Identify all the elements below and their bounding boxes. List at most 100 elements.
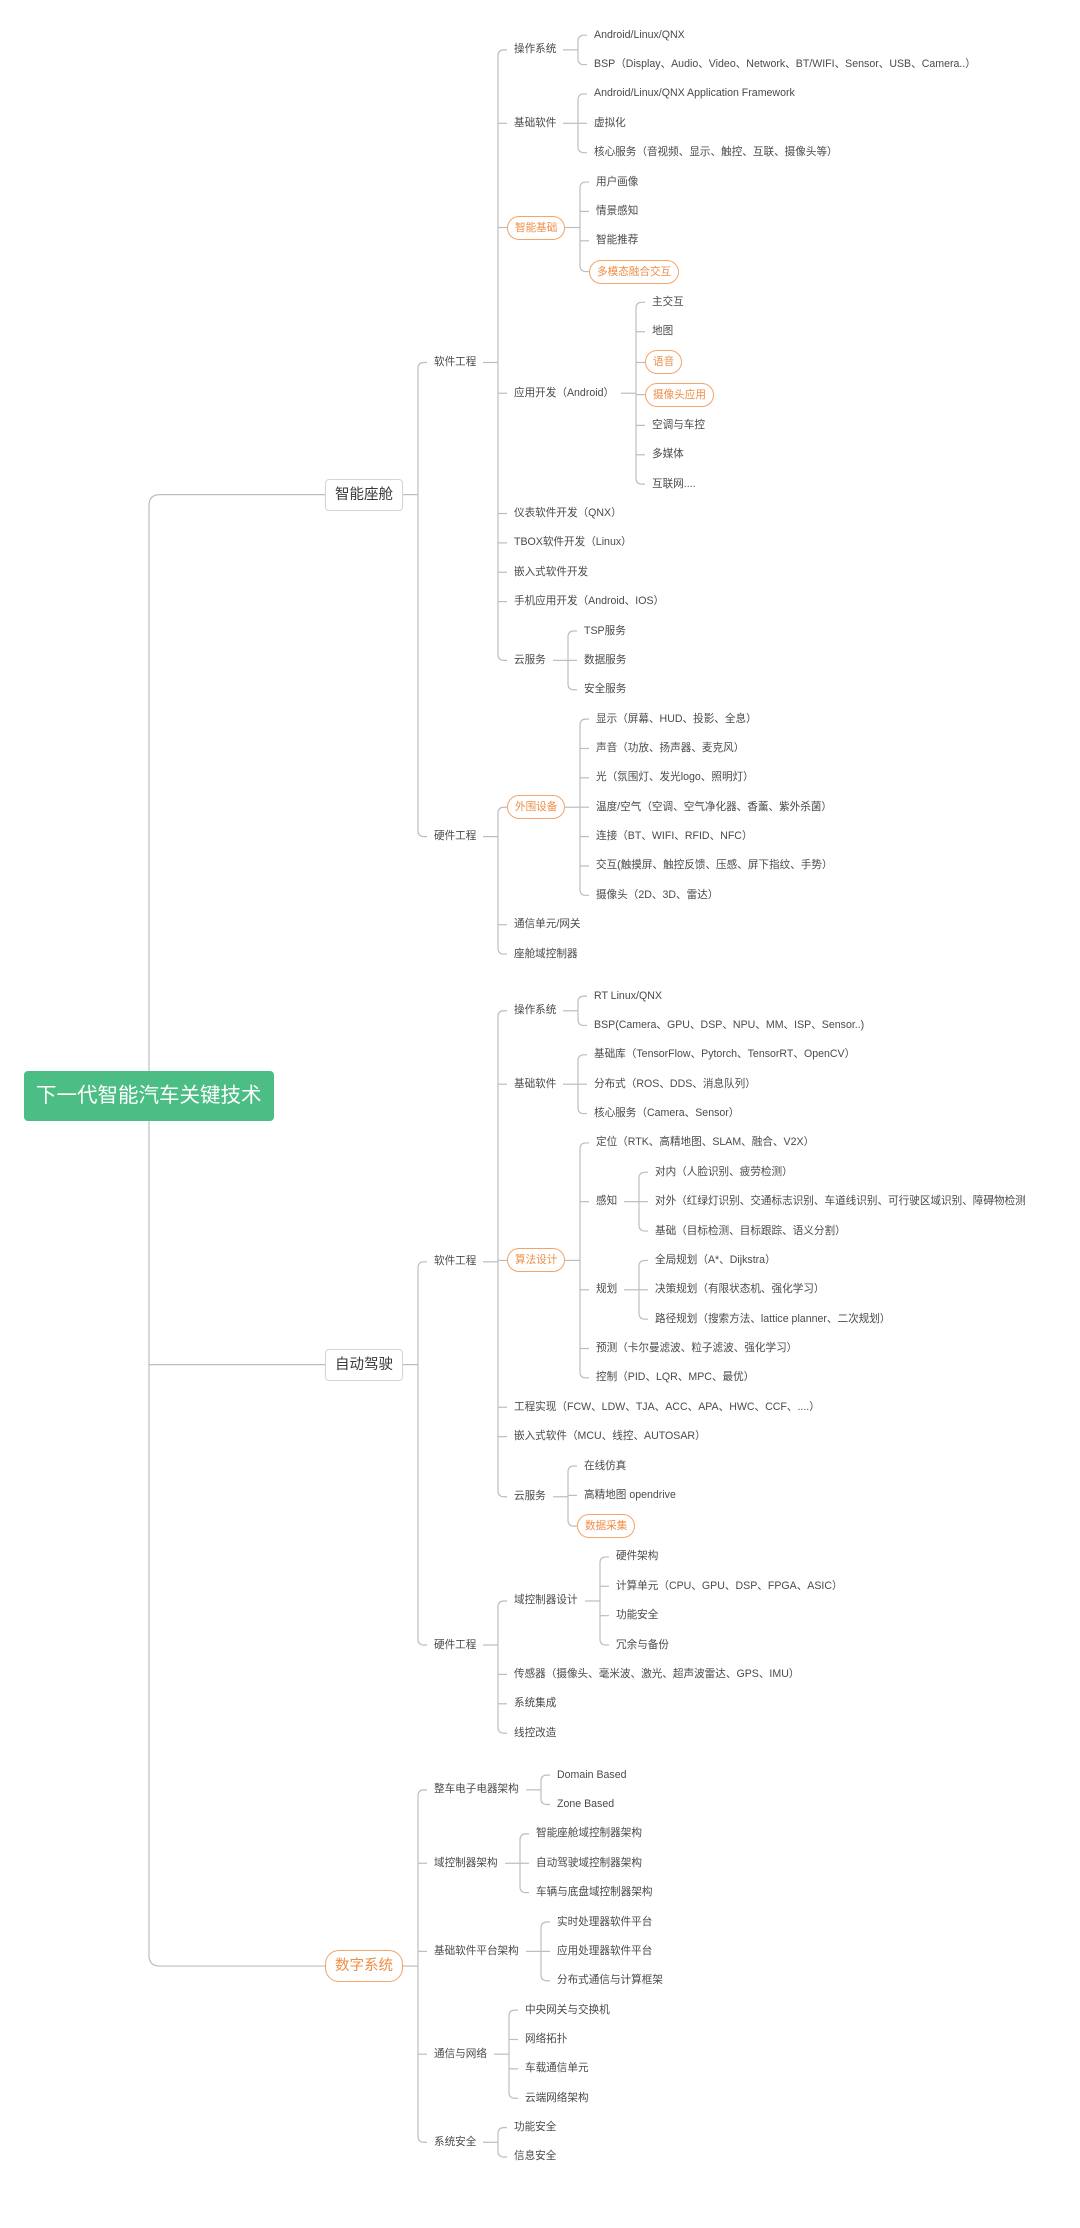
leaf-topic: TBOX软件开发（Linux） (514, 536, 632, 549)
leaf-topic: 基础库（TensorFlow、Pytorch、TensorRT、OpenCV） (594, 1048, 856, 1061)
leaf-topic: 光（氛围灯、发光logo、照明灯） (596, 771, 754, 784)
subtopic: 云服务 (514, 1490, 546, 1503)
main-topic: 数字系统 (325, 1950, 403, 1983)
subtopic: 域控制器设计 (514, 1594, 578, 1607)
connector-line (497, 49, 507, 661)
leaf-topic: 安全服务 (584, 683, 627, 696)
leaf-topic: 座舱域控制器 (514, 947, 578, 960)
subtopic: 系统安全 (434, 2135, 477, 2148)
leaf-topic: 手机应用开发（Android、IOS） (514, 595, 665, 608)
leaf-topic: 用户画像 (596, 175, 639, 188)
leaf-topic: BSP（Display、Audio、Video、Network、BT/WIFI、… (594, 58, 976, 71)
leaf-topic: 声音（功放、扬声器、麦克风） (596, 741, 745, 754)
leaf-topic: 分布式通信与计算框架 (557, 1974, 663, 1987)
subtopic: 算法设计 (507, 1248, 566, 1273)
leaf-topic: 情景感知 (596, 204, 639, 217)
leaf-topic: 数据采集 (577, 1514, 636, 1539)
subtopic: 感知 (596, 1195, 618, 1208)
connector-line (579, 181, 589, 273)
leaf-topic: 数据服务 (584, 653, 627, 666)
leaf-topic: 虚拟化 (594, 116, 626, 129)
subtopic: 软件工程 (434, 355, 477, 368)
connector-line (417, 1789, 427, 2143)
leaf-topic: Android/Linux/QNX (594, 28, 685, 41)
leaf-topic: 智能推荐 (596, 234, 639, 247)
leaf-topic: 通信单元/网关 (514, 918, 581, 931)
leaf-topic: 摄像头（2D、3D、雷达） (596, 888, 719, 901)
leaf-topic: 仪表软件开发（QNX） (514, 507, 622, 520)
leaf-topic: 网络拓扑 (525, 2032, 568, 2045)
subtopic: 软件工程 (434, 1255, 477, 1268)
connector-line (417, 1261, 427, 1646)
leaf-topic: 中央网关与交换机 (525, 2003, 610, 2016)
subtopic: 硬件工程 (434, 830, 477, 843)
leaf-topic: Domain Based (557, 1768, 627, 1781)
leaf-topic: 嵌入式软件（MCU、线控、AUTOSAR） (514, 1430, 706, 1443)
leaf-topic: 控制（PID、LQR、MPC、最优） (596, 1371, 755, 1384)
leaf-topic: 语音 (645, 350, 683, 375)
connector-line (497, 806, 507, 955)
leaf-topic: TSP服务 (584, 624, 626, 637)
leaf-topic: 嵌入式软件开发 (514, 565, 589, 578)
leaf-topic: 计算单元（CPU、GPU、DSP、FPGA、ASIC） (616, 1579, 843, 1592)
leaf-topic: Android/Linux/QNX Application Framework (594, 87, 795, 100)
main-topic: 自动驾驶 (325, 1348, 403, 1381)
leaf-topic: 温度/空气（空调、空气净化器、香薰、紫外杀菌） (596, 800, 833, 813)
leaf-topic: 硬件架构 (616, 1550, 659, 1563)
leaf-topic: 智能座舱域控制器架构 (536, 1827, 642, 1840)
root-topic: 下一代智能汽车关键技术 (24, 1071, 274, 1122)
subtopic: 通信与网络 (434, 2047, 487, 2060)
leaf-topic: BSP(Camera、GPU、DSP、NPU、MM、ISP、Sensor..) (594, 1018, 865, 1031)
subtopic: 基础软件平台架构 (434, 1944, 519, 1957)
subtopic: 域控制器架构 (434, 1856, 498, 1869)
leaf-topic: 决策规划（有限状态机、强化学习） (655, 1283, 825, 1296)
leaf-topic: 实时处理器软件平台 (557, 1915, 653, 1928)
leaf-topic: 多媒体 (652, 448, 684, 461)
connector-line (599, 1556, 609, 1646)
connector-line (497, 1010, 507, 1498)
connector-line (579, 1142, 589, 1379)
leaf-topic: 信息安全 (514, 2150, 557, 2163)
leaf-topic: 在线仿真 (584, 1459, 627, 1472)
subtopic: 规划 (596, 1283, 618, 1296)
leaf-topic: 应用处理器软件平台 (557, 1944, 653, 1957)
leaf-topic: 车载通信单元 (525, 2062, 589, 2075)
connector-line (497, 1600, 507, 1734)
leaf-topic: 核心服务（Camera、Sensor） (594, 1107, 740, 1120)
leaf-topic: 云端网络架构 (525, 2091, 589, 2104)
subtopic: 操作系统 (514, 1004, 557, 1017)
subtopic: 云服务 (514, 653, 546, 666)
leaf-topic: 冗余与备份 (616, 1638, 669, 1651)
leaf-topic: 基础（目标检测、目标跟踪、语义分割） (655, 1224, 846, 1237)
leaf-topic: RT Linux/QNX (594, 989, 662, 1002)
connector-line (508, 2009, 518, 2099)
leaf-topic: 路径规划（搜索方法、lattice planner、二次规划） (655, 1312, 891, 1325)
leaf-topic: 对外（红绿灯识别、交通标志识别、车道线识别、可行驶区域识别、障碍物检测 (655, 1195, 1026, 1208)
connector-line (577, 995, 587, 1027)
leaf-topic: 功能安全 (514, 2121, 557, 2134)
leaf-topic: 传感器（摄像头、毫米波、激光、超声波雷达、GPS、IMU） (514, 1667, 800, 1680)
leaf-topic: 多模态融合交互 (589, 259, 680, 284)
leaf-topic: 核心服务（音视频、显示、触控、互联、摄像头等） (594, 146, 838, 159)
subtopic: 智能基础 (507, 215, 566, 240)
leaf-topic: 互联网.... (652, 477, 696, 490)
leaf-topic: 功能安全 (616, 1609, 659, 1622)
subtopic: 硬件工程 (434, 1638, 477, 1651)
leaf-topic: 线控改造 (514, 1726, 557, 1739)
leaf-topic: 预测（卡尔曼滤波、粒子滤波、强化学习） (596, 1342, 798, 1355)
leaf-topic: 分布式（ROS、DDS、消息队列） (594, 1077, 756, 1090)
leaf-topic: 摄像头应用 (645, 382, 714, 407)
leaf-topic: 车辆与底盘域控制器架构 (536, 1886, 653, 1899)
connector-line (635, 301, 645, 485)
subtopic: 整车电子电器架构 (434, 1783, 519, 1796)
connector-line (567, 1465, 577, 1527)
leaf-topic: 连接（BT、WIFI、RFID、NFC） (596, 830, 753, 843)
subtopic: 操作系统 (514, 43, 557, 56)
leaf-topic: 工程实现（FCW、LDW、TJA、ACC、APA、HWC、CCF、....） (514, 1400, 820, 1413)
subtopic: 外围设备 (507, 795, 566, 820)
leaf-topic: 定位（RTK、高精地图、SLAM、融合、V2X） (596, 1136, 815, 1149)
main-topic: 智能座舱 (325, 478, 403, 511)
subtopic: 基础软件 (514, 1077, 557, 1090)
leaf-topic: 交互(触摸屏、触控反馈、压感、屏下指纹、手势） (596, 859, 833, 872)
